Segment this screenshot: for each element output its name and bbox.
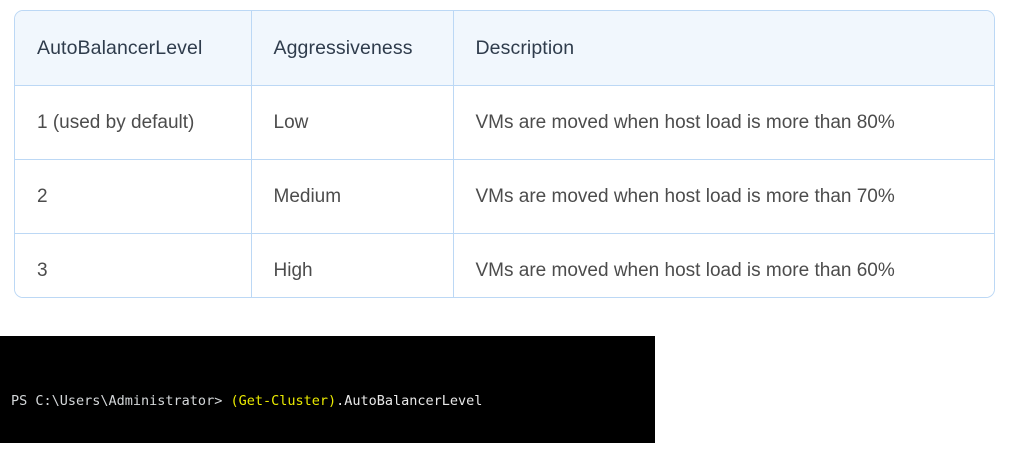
cell-aggressiveness: Low — [251, 85, 454, 160]
cell-description: VMs are moved when host load is more tha… — [453, 233, 994, 297]
table: AutoBalancerLevel Aggressiveness Descrip… — [15, 11, 994, 297]
table-body: 1 (used by default) Low VMs are moved wh… — [15, 85, 994, 297]
console-command-line: PS C:\Users\Administrator> (Get-Cluster)… — [11, 393, 655, 410]
table-header: AutoBalancerLevel Aggressiveness Descrip… — [15, 11, 994, 86]
powershell-console[interactable]: PS C:\Users\Administrator> (Get-Cluster)… — [0, 336, 655, 443]
table-header-row: AutoBalancerLevel Aggressiveness Descrip… — [15, 11, 994, 86]
cell-aggressiveness: High — [251, 233, 454, 297]
cell-description: VMs are moved when host load is more tha… — [453, 85, 994, 160]
cell-aggressiveness: Medium — [251, 159, 454, 234]
console-prompt: PS C:\Users\Administrator> — [11, 392, 231, 409]
console-output-area: PS C:\Users\Administrator> (Get-Cluster)… — [0, 336, 655, 443]
autobalancer-level-table: AutoBalancerLevel Aggressiveness Descrip… — [14, 10, 995, 298]
cell-level: 1 (used by default) — [15, 85, 252, 160]
column-header-aggressiveness: Aggressiveness — [251, 11, 454, 86]
console-cmdlet: (Get-Cluster) — [230, 392, 337, 409]
column-header-description: Description — [453, 11, 994, 86]
cell-level: 2 — [15, 159, 252, 234]
console-command-text: .AutoBalancerLevel — [336, 392, 483, 409]
table-row: 1 (used by default) Low VMs are moved wh… — [15, 85, 994, 160]
cell-level: 3 — [15, 233, 252, 297]
cell-description: VMs are moved when host load is more tha… — [453, 159, 994, 234]
table-row: 3 High VMs are moved when host load is m… — [15, 233, 994, 297]
table-row: 2 Medium VMs are moved when host load is… — [15, 159, 994, 234]
column-header-autobalancerlevel: AutoBalancerLevel — [15, 11, 252, 86]
